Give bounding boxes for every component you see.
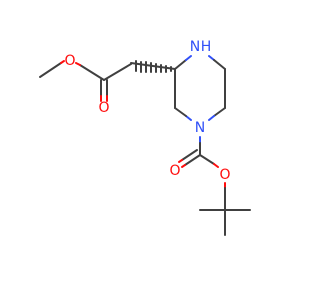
atom-o-carbamate-ether: O bbox=[219, 167, 230, 183]
bond-carbamate-c-oether bbox=[199, 154, 215, 165]
atom-nh-h: H bbox=[201, 39, 212, 55]
bond-oester-methyl bbox=[39, 62, 62, 78]
bond-ring-nh-c2-blue bbox=[208, 55, 215, 61]
bond-ring-n4-c5-blue bbox=[185, 115, 192, 121]
atom-o-ester-methyl: O bbox=[64, 53, 75, 69]
bond-oester-carbonyl-redpart bbox=[75, 62, 81, 66]
bond-carbamate-c-oether-red bbox=[213, 163, 219, 168]
bond-ring-c3-nh bbox=[174, 59, 187, 70]
bond-carbamate-co-red-2 bbox=[178, 159, 183, 163]
atom-o-carbamate-carbonyl: O bbox=[169, 163, 180, 179]
atom-nh-n: N bbox=[190, 39, 200, 55]
bond-ring-c3-nh-blue bbox=[185, 55, 192, 61]
atom-o-ester-carbonyl: O bbox=[98, 100, 109, 116]
atom-n-carbamate: N bbox=[195, 120, 205, 136]
bond-ring-c1-n4-blue bbox=[208, 115, 215, 121]
bond-carbamate-co-double-2 bbox=[181, 149, 198, 161]
bond-ring-n4-c5 bbox=[174, 107, 187, 117]
bond-carbamate-co-red-1 bbox=[181, 164, 186, 168]
bond-ring-c1-n4 bbox=[213, 107, 226, 117]
bond-ring-nh-c2 bbox=[213, 59, 226, 70]
bond-oester-methyl-redpart bbox=[60, 60, 65, 64]
bond-ch2-carbonyl bbox=[103, 63, 132, 81]
stereo-hash-bond bbox=[130, 60, 176, 73]
bond-carbonyl-oester bbox=[79, 64, 105, 81]
molecule-structure: O O N H N O O bbox=[39, 39, 251, 236]
bond-carbamate-co-double-1 bbox=[184, 154, 201, 166]
